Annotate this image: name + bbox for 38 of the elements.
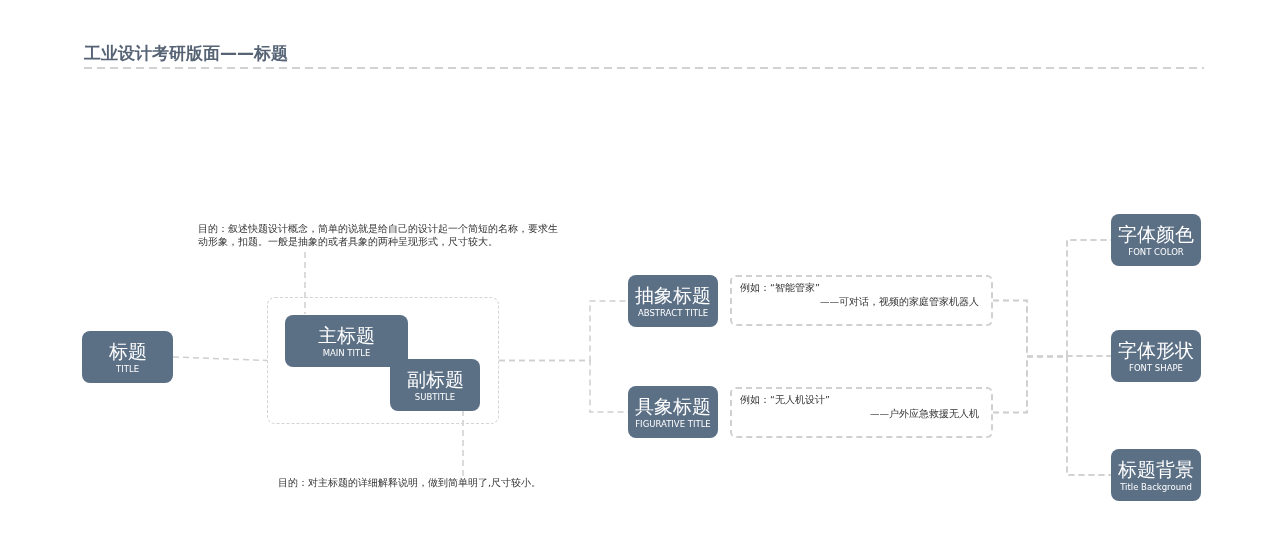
box-subheading: MAIN TITLE: [322, 347, 371, 359]
box-subheading: SUBTITLE: [414, 391, 456, 403]
box-subheading: FONT COLOR: [1128, 246, 1184, 258]
box-heading: 标题: [108, 339, 147, 362]
title-box: [285, 315, 408, 367]
box-heading: 字体颜色: [1118, 222, 1194, 245]
box-heading: 主标题: [318, 323, 375, 346]
connector-line: [992, 355, 1112, 476]
box-heading: 标题背景: [1118, 457, 1194, 480]
title-box: [82, 331, 173, 383]
box-subheading: Title Background: [1120, 481, 1192, 493]
box-heading: 副标题: [406, 367, 464, 390]
leader-line: [462, 409, 464, 477]
box-subheading: FONT SHAPE: [1129, 362, 1183, 374]
box-subheading: TITLE: [116, 363, 139, 375]
title-box: [1111, 330, 1201, 382]
example-box: [730, 387, 993, 438]
box-subheading: FIGURATIVE TITLE: [635, 418, 711, 430]
box-heading: 具象标题: [635, 394, 711, 417]
note-text: 目的：叙述快题设计概念，简单的说就是给自己的设计起一个简短的名称，要求生动形象，扣题。一般是抽象的或者具象的两种呈现形式，尺寸较大。: [198, 222, 558, 252]
connector-line: [172, 356, 268, 362]
example-box: [730, 275, 993, 326]
example-text: 例如：“无人机设计”: [740, 393, 831, 407]
example-text: 例如：“智能管家”: [740, 281, 821, 295]
title-box: [628, 275, 718, 327]
note-text: 目的：对主标题的详细解释说明，做到简单明了,尺寸较小。: [278, 476, 578, 492]
example-description: ——户外应急救援无人机: [869, 407, 979, 421]
box-subheading: ABSTRACT TITLE: [637, 307, 709, 319]
box-heading: 字体形状: [1118, 338, 1194, 361]
title-box: [628, 386, 718, 438]
box-heading: 抽象标题: [635, 283, 711, 306]
dashed-frame: [267, 297, 499, 424]
page-title: 工业设计考研版面——标题: [84, 42, 288, 65]
leader-line: [304, 251, 306, 315]
title-box: [390, 359, 480, 411]
title-box: [1111, 449, 1201, 501]
title-box: [1111, 214, 1201, 266]
example-description: ——可对话，视频的家庭管家机器人: [819, 295, 979, 309]
